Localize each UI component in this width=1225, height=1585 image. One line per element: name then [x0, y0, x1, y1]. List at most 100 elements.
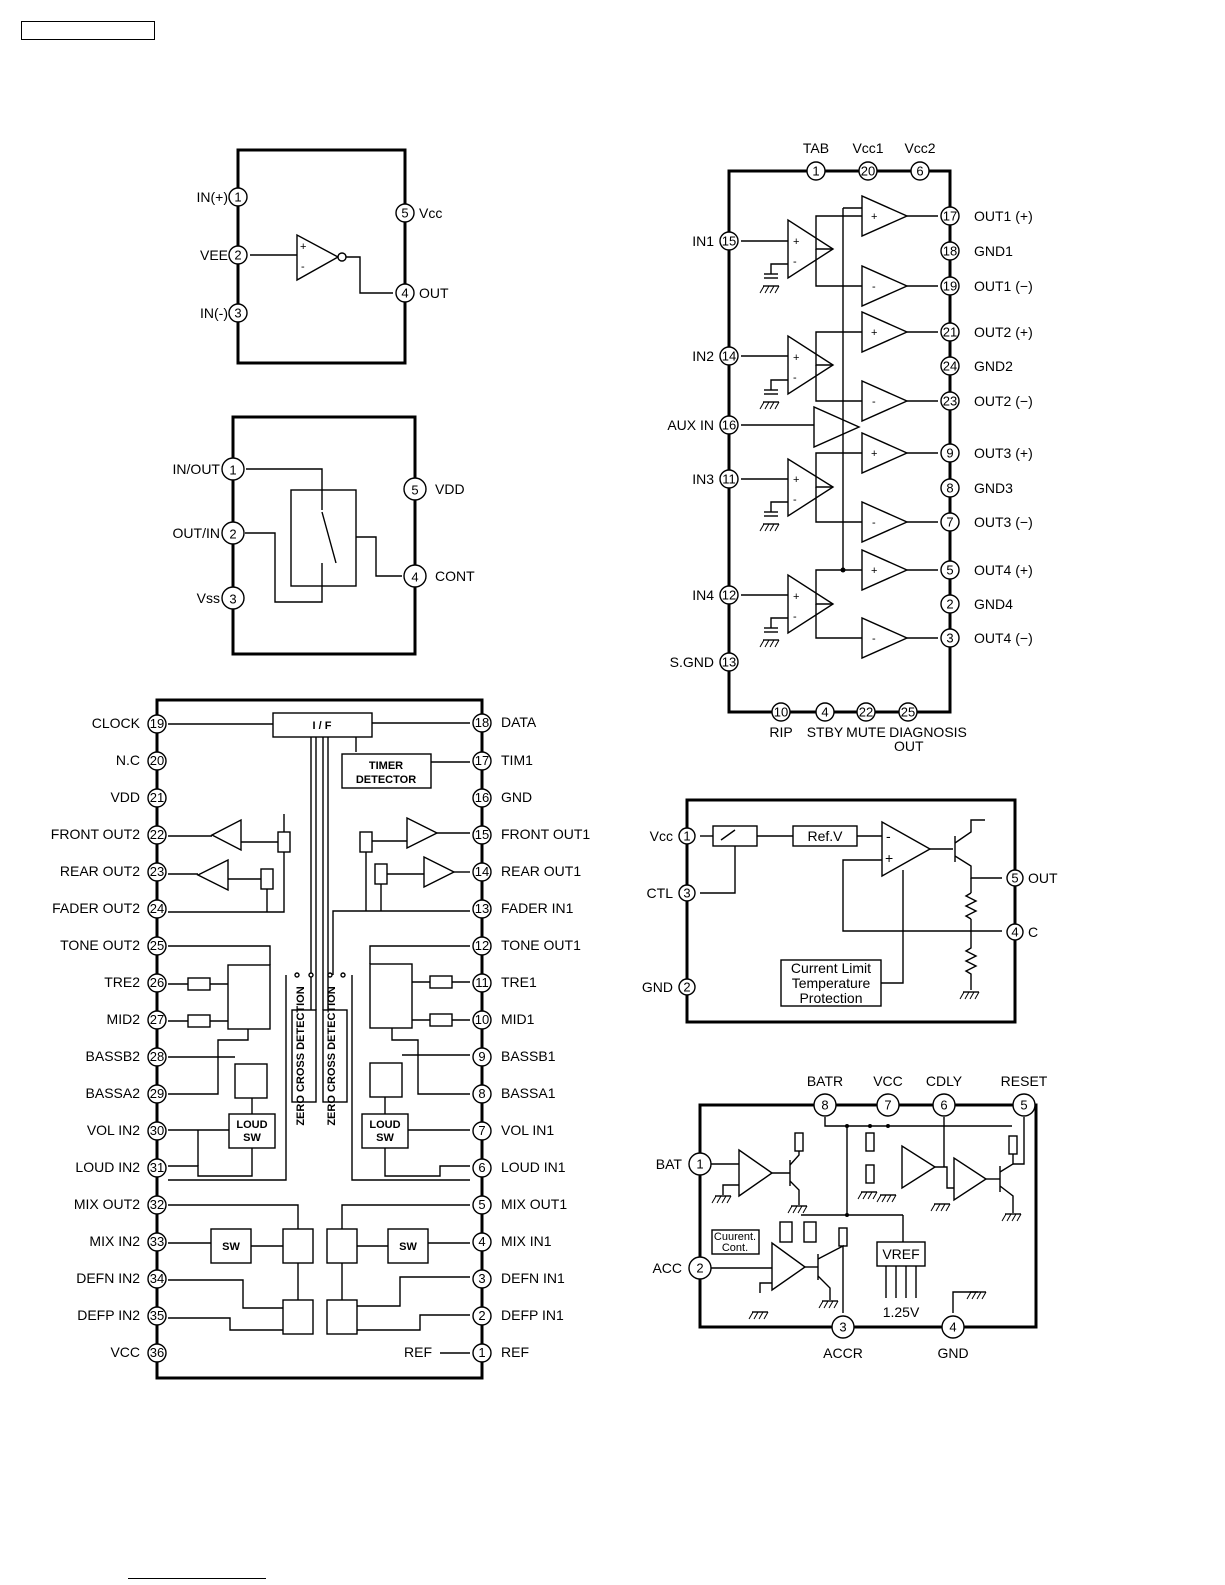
ic4-amp-minus-2: -: [793, 494, 797, 506]
ic3-pin-label-18: DATA: [501, 714, 537, 730]
ic4-pin-7: [940, 512, 960, 532]
ic4-pin-label-4: STBY: [807, 724, 844, 740]
ic4-pin-label-6: Vcc2: [904, 140, 935, 156]
ic3-pin-label-4: MIX IN1: [501, 1233, 552, 1249]
ic3-pin-24-number: 24: [150, 901, 164, 916]
ic3-pin-10-number: 10: [475, 1012, 489, 1027]
ic2-pin-2: [221, 521, 245, 545]
ic4-pin-1-number: 1: [812, 163, 819, 178]
ic4-pin-9: [940, 443, 960, 463]
ic4-pin-13: [719, 652, 739, 672]
ic5-pin-1: [678, 827, 696, 845]
ic3-pin-23-number: 23: [150, 864, 164, 879]
ic6-pin-4: [941, 1315, 965, 1339]
ic4-package: [727, 169, 952, 714]
ic4-pin-label-21: OUT2 (+): [974, 324, 1033, 340]
ic3-pin-label-14: REAR OUT1: [501, 863, 581, 879]
ic3-pin-29: [147, 1084, 167, 1104]
ic6-pin-label-5: RESET: [1001, 1073, 1048, 1089]
ic3-pin-label-6: LOUD IN1: [501, 1159, 566, 1175]
ic4-out-plus-3: +: [871, 565, 877, 577]
ic4-amp-plus-0: +: [793, 236, 799, 248]
ic3-pin-14-number: 14: [475, 864, 489, 879]
ic6-current-label-1: Cuurent.: [714, 1231, 756, 1243]
ic4-pin-25: [898, 702, 918, 722]
ic3-pin-label-3: DEFN IN1: [501, 1270, 565, 1286]
ic6-current-label-2: Cont.: [722, 1242, 748, 1254]
ic3-pin-3: [472, 1269, 492, 1289]
ic4-input-amp-3: [787, 457, 835, 518]
ic4-amp-minus-3: -: [793, 611, 797, 623]
ic4-pin-15: [719, 231, 739, 251]
ic3-ref-internal-label: REF: [404, 1344, 432, 1360]
ic3-pin-label-20: N.C: [116, 752, 140, 768]
ic5-pin-4: [1006, 923, 1024, 941]
ic4-pin-label-23: OUT2 (−): [974, 393, 1033, 409]
svg-text:+: +: [300, 241, 306, 253]
ic6-pin-label-2: ACC: [652, 1260, 682, 1276]
ic1-pin-4-number: 4: [401, 286, 408, 301]
ic5-pin-label-4: C: [1028, 924, 1038, 940]
ic4-amp-plus-2: +: [793, 474, 799, 486]
ic4-pin-label-12: IN4: [692, 587, 714, 603]
ic3-pin-label-25: TONE OUT2: [60, 937, 140, 953]
ic3-pin-25: [147, 936, 167, 956]
ic4-pin-2: [940, 594, 960, 614]
ic2-switch-block: [290, 489, 357, 587]
ic3-pin-label-16: GND: [501, 789, 532, 805]
ic4-pin-6: [910, 161, 930, 181]
ic1-pin-2-number: 2: [234, 248, 241, 263]
ic5-pin-1-number: 1: [683, 828, 690, 843]
ic3-pin-24: [147, 899, 167, 919]
ic3-pin-19-number: 19: [150, 716, 164, 731]
ic4-out-plus-0: +: [871, 211, 877, 223]
ic5-pin-label-3: CTL: [647, 885, 674, 901]
ic3-timer-label-2: DETECTOR: [356, 774, 416, 786]
ic6-pin-7-number: 7: [884, 1097, 891, 1112]
ic6-pin-label-6: CDLY: [926, 1073, 963, 1089]
ic3-loud-label-2b: SW: [376, 1132, 394, 1144]
ic4-pin-label-18: GND1: [974, 243, 1013, 259]
ic4-pin-label-5: OUT4 (+): [974, 562, 1033, 578]
ic1-pin-1: [228, 187, 248, 207]
ic2-diagram: [231, 415, 417, 656]
ic3-pin-13: [472, 899, 492, 919]
ic3-pin-label-30: VOL IN2: [87, 1122, 140, 1138]
ic3-pin-35-number: 35: [150, 1308, 164, 1323]
ic2-pin-1-number: 1: [229, 462, 236, 477]
ic3-pin-33: [147, 1232, 167, 1252]
ic6-pin-5-number: 5: [1020, 1097, 1027, 1112]
ic2-pin-5-number: 5: [411, 482, 418, 497]
ic4-pin-5: [940, 560, 960, 580]
ic6-vref-value: 1.25V: [883, 1304, 920, 1320]
ic5-package: [685, 798, 1017, 1024]
ic4-diagram: [727, 169, 952, 714]
ic3-pin-34-number: 34: [150, 1271, 164, 1286]
ic2-pin-label-5: VDD: [435, 481, 465, 497]
ic6-pin-8-number: 8: [821, 1097, 828, 1112]
ic3-zero-cross-label-2: ZERO CROSS DETECTION: [326, 986, 338, 1125]
ic3-pin-6: [472, 1158, 492, 1178]
ic3-pin-label-8: BASSA1: [501, 1085, 556, 1101]
ic4-pin-19-number: 19: [943, 278, 957, 293]
ic1-pin-3: [228, 303, 248, 323]
ic6-pin-label-1: BAT: [656, 1156, 683, 1172]
ic4-pin-14: [719, 346, 739, 366]
ic3-pin-26-number: 26: [150, 975, 164, 990]
ic3-loud-label-1b: SW: [243, 1132, 261, 1144]
ic4-pin-label-7: OUT3 (−): [974, 514, 1033, 530]
ic4-pin-2-number: 2: [946, 596, 953, 611]
ic3-pin-label-1: REF: [501, 1344, 529, 1360]
ic1-pin-4: [395, 283, 415, 303]
ic3-pin-label-10: MID1: [501, 1011, 535, 1027]
ic3-loud-switch-1: [361, 1113, 409, 1149]
ic5-protect-label-1: Current Limit: [791, 960, 871, 976]
ic3-pin-18-number: 18: [475, 715, 489, 730]
ic3-zero-cross-2: [291, 1009, 317, 1103]
ic3-pin-8: [472, 1084, 492, 1104]
ic3-pin-21: [147, 788, 167, 808]
ic4-pin-20-number: 20: [861, 163, 875, 178]
ic4-pin-15-number: 15: [722, 233, 736, 248]
ic4-pin-18: [940, 241, 960, 261]
ic4-pin-6-number: 6: [916, 163, 923, 178]
